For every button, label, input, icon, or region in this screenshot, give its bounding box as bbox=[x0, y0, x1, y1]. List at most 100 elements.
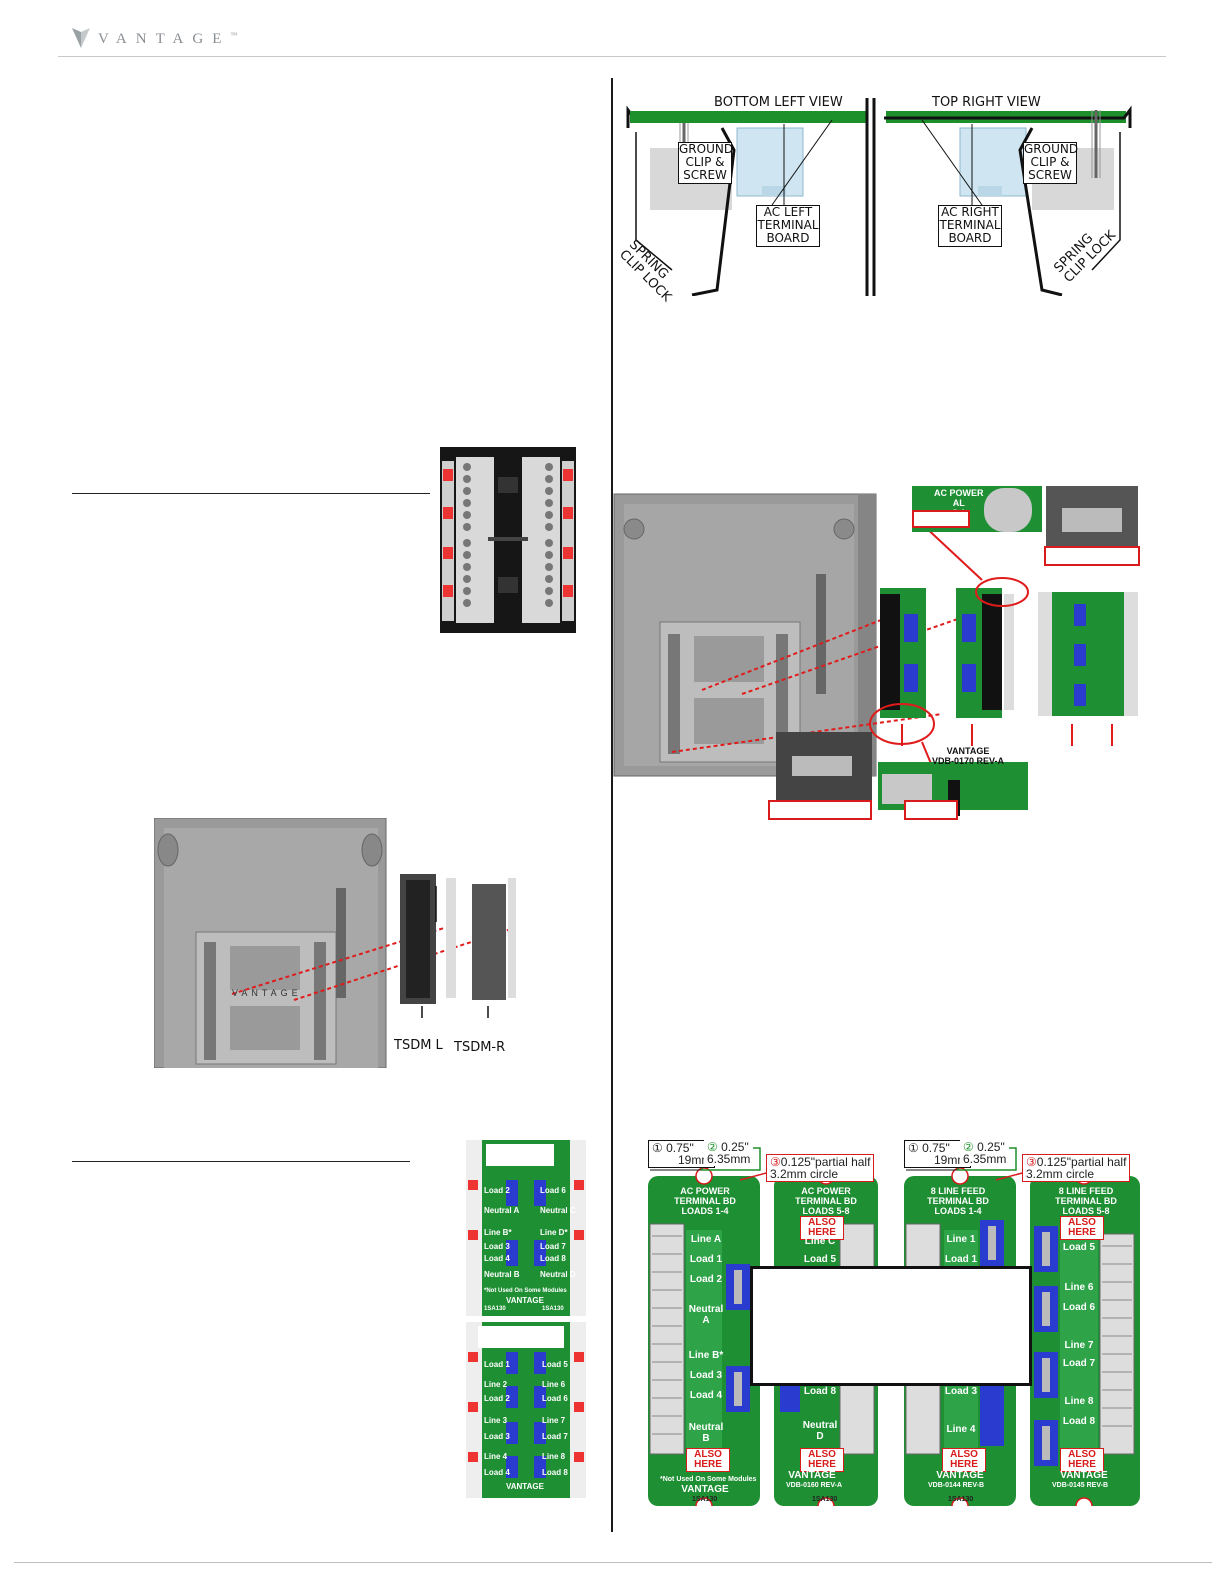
row-label: Load 1 bbox=[944, 1254, 978, 1265]
tsdm-r-label: TSDM-R bbox=[454, 1040, 506, 1055]
row-label: Line 8 bbox=[1064, 1396, 1094, 1407]
board-brand: VANTAGE bbox=[788, 1470, 836, 1481]
also-here-callout: ALSO HERE bbox=[1060, 1216, 1104, 1240]
board-brand: VANTAGE bbox=[1060, 1470, 1108, 1481]
brand-name: VANTAGE™ bbox=[98, 31, 238, 47]
board-part: VDB-0145 REV-B bbox=[1052, 1482, 1109, 1489]
top-right-view-title: TOP RIGHT VIEW bbox=[932, 95, 1041, 110]
board-part: 1SA130 bbox=[542, 1306, 564, 1312]
row-label: Load 1 bbox=[689, 1254, 723, 1265]
also-here-callout: ALSO HERE bbox=[800, 1448, 844, 1472]
terminal-board-bottom: Load 1 Line 2 Load 2 Line 3 Load 3 Line … bbox=[466, 1322, 586, 1498]
row-label: Load 5 bbox=[803, 1254, 837, 1265]
row-label: Neutral A bbox=[484, 1206, 520, 1215]
board-part: 1SA130 bbox=[692, 1496, 718, 1503]
row-label: Load 3 bbox=[484, 1242, 510, 1251]
row-label: Load 4 bbox=[689, 1390, 723, 1401]
board-dimension-diagram: ① 0.75" 19mm ② 0.25" 6.35mm ③0.125"parti… bbox=[640, 1136, 1170, 1506]
row-label: Line 6 bbox=[542, 1380, 566, 1389]
row-label: Load 2 bbox=[484, 1394, 510, 1403]
row-label: Load 5 bbox=[542, 1360, 568, 1369]
board-part: 1SA130 bbox=[484, 1306, 506, 1312]
terminal-board-top: Load 2 Neutral A Line B* Load 3 Load 4 N… bbox=[466, 1140, 586, 1316]
row-label: Line 4 bbox=[946, 1424, 976, 1435]
dimension-2: ② 0.25" 6.35mm bbox=[960, 1140, 1010, 1166]
board-brand: VANTAGE bbox=[681, 1484, 729, 1495]
row-label: Neutral A bbox=[688, 1304, 724, 1326]
row-label: Load 3 bbox=[484, 1432, 510, 1441]
row-label: Line 7 bbox=[1064, 1340, 1094, 1351]
board-label-blank bbox=[486, 1144, 554, 1166]
board-brand: VANTAGE bbox=[506, 1482, 544, 1491]
row-label: Load 8 bbox=[542, 1468, 568, 1477]
row-label: Line 3 bbox=[484, 1416, 508, 1425]
board-part: 1SA130 bbox=[812, 1496, 838, 1503]
row-label: Load 3 bbox=[689, 1370, 723, 1381]
dimension-3: ③0.125"partial half 3.2mm circle bbox=[766, 1154, 875, 1182]
row-label: Load 2 bbox=[484, 1186, 510, 1195]
row-label: Line 1 bbox=[946, 1234, 976, 1245]
section-rule bbox=[72, 1161, 410, 1162]
board-part: VDB-0144 REV-B bbox=[928, 1482, 985, 1489]
column-divider bbox=[611, 78, 613, 1532]
row-label: Neutral D bbox=[540, 1270, 576, 1279]
callout-box bbox=[912, 510, 970, 528]
callout-box bbox=[768, 800, 872, 820]
board-part: VDB-0160 REV-A bbox=[786, 1482, 843, 1489]
board-brand: VANTAGE bbox=[506, 1296, 544, 1305]
enclosure-figure: VANTAGE TSDM L TSDM-R bbox=[154, 818, 516, 1068]
board-part: 1SA130 bbox=[948, 1496, 974, 1503]
row-label: Line B* bbox=[688, 1350, 724, 1361]
dimension-3: ③0.125"partial half 3.2mm circle bbox=[1022, 1154, 1131, 1182]
row-label: Line B* bbox=[484, 1228, 512, 1237]
row-label: Neutral B bbox=[484, 1270, 520, 1279]
also-here-callout: ALSO HERE bbox=[800, 1216, 844, 1240]
also-here-callout: ALSO HERE bbox=[686, 1448, 730, 1472]
also-here-callout: ALSO HERE bbox=[1060, 1448, 1104, 1472]
row-label: Load 1 bbox=[484, 1360, 510, 1369]
terminal-module-photo bbox=[440, 447, 576, 633]
center-label-box bbox=[750, 1266, 1032, 1386]
dimension-2: ② 0.25" 6.35mm bbox=[704, 1140, 754, 1166]
panel-logo: VANTAGE bbox=[232, 988, 302, 998]
callout-box bbox=[1044, 546, 1140, 566]
header-rule bbox=[58, 56, 1166, 57]
row-label: Line A bbox=[690, 1234, 722, 1245]
row-label: Load 8 bbox=[540, 1254, 566, 1263]
board-brand: VANTAGE bbox=[936, 1470, 984, 1481]
row-label: Line 8 bbox=[542, 1452, 566, 1461]
row-label: Line C bbox=[804, 1236, 836, 1247]
bottom-left-view-title: BOTTOM LEFT VIEW bbox=[714, 95, 843, 110]
row-label: Load 8 bbox=[1062, 1416, 1096, 1427]
row-label: Load 4 bbox=[484, 1468, 510, 1477]
vantage-logo-icon bbox=[70, 26, 92, 55]
row-label: Load 2 bbox=[689, 1274, 723, 1285]
row-label: Load 5 bbox=[1062, 1242, 1096, 1253]
callout-box bbox=[904, 800, 958, 820]
row-label: Load 8 bbox=[803, 1386, 837, 1397]
row-label: Load 6 bbox=[542, 1394, 568, 1403]
row-label: Load 4 bbox=[484, 1254, 510, 1263]
row-label: Neutral D bbox=[802, 1420, 838, 1442]
board-label-blank bbox=[478, 1326, 564, 1348]
row-label: Load 3 bbox=[944, 1386, 978, 1397]
also-here-callout: ALSO HERE bbox=[942, 1448, 986, 1472]
row-label: Load 7 bbox=[540, 1242, 566, 1251]
board-footnote: *Not Used On Some Modules bbox=[660, 1476, 757, 1483]
footer-rule bbox=[14, 1562, 1212, 1563]
row-label: Neutral C bbox=[540, 1206, 576, 1215]
row-label: Load 7 bbox=[1062, 1358, 1096, 1369]
row-label: Line 6 bbox=[1064, 1282, 1094, 1293]
row-label: Load 7 bbox=[542, 1432, 568, 1441]
